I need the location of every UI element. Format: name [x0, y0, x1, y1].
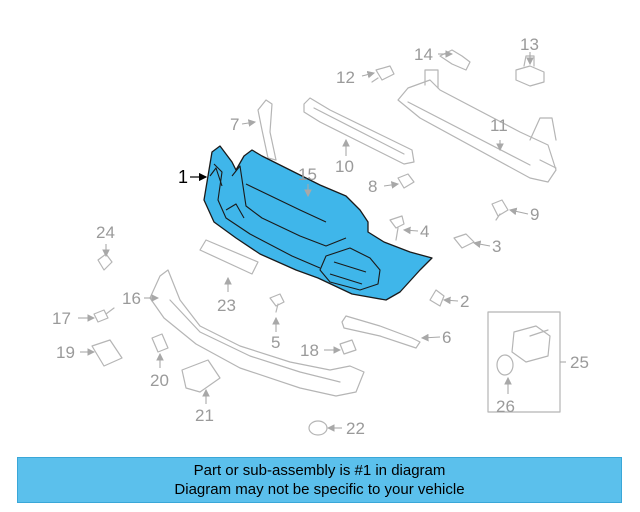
callout-18: 18 — [300, 341, 319, 360]
part-8-bolt — [397, 173, 415, 189]
callout-21: 21 — [195, 406, 214, 425]
part-23-plate-bracket — [199, 239, 259, 275]
part-26-ring — [496, 354, 514, 376]
callout-12: 12 — [336, 68, 355, 87]
callout-3: 3 — [492, 237, 501, 256]
part-10-absorber — [303, 97, 415, 165]
callout-22: 22 — [346, 419, 365, 438]
callout-9: 9 — [530, 205, 539, 224]
leader-lines — [78, 50, 566, 432]
callout-11: 11 — [490, 116, 508, 135]
callout-2: 2 — [460, 292, 469, 311]
part-21-cover — [181, 359, 221, 393]
callout-6: 6 — [442, 328, 451, 347]
part-11-reinforcement — [397, 69, 557, 183]
callout-4: 4 — [420, 222, 429, 241]
callout-26: 26 — [496, 397, 515, 416]
part-2-clip — [429, 289, 445, 307]
callout-5: 5 — [271, 333, 280, 352]
part-18-bolt — [339, 339, 357, 355]
part-14-clip — [439, 49, 471, 71]
part-7-bracket — [257, 99, 277, 161]
callout-13: 13 — [520, 35, 539, 54]
part-16-lower-spoiler — [149, 269, 365, 397]
part-4-screw — [389, 215, 405, 241]
part-5-screw — [269, 293, 285, 313]
part-20-clip — [151, 333, 169, 353]
part-12-bolt — [371, 65, 395, 83]
banner-line-2: Diagram may not be specific to your vehi… — [174, 481, 465, 498]
callout-1: 1 — [178, 167, 188, 187]
callout-15: 15 — [298, 165, 317, 184]
callout-23: 23 — [217, 296, 236, 315]
part-19-cover — [91, 339, 123, 367]
part-6-strip — [341, 315, 421, 349]
callout-25: 25 — [570, 353, 589, 372]
callout-14: 14 — [414, 45, 433, 64]
callout-17: 17 — [52, 309, 71, 328]
info-banner: Part or sub-assembly is #1 in diagram Di… — [17, 457, 622, 503]
callout-16: 16 — [122, 289, 141, 308]
part-9-bolt — [491, 199, 509, 221]
callout-10: 10 — [335, 157, 354, 176]
parts-diagram: 1 2 3 4 5 6 7 8 9 10 11 12 13 14 15 16 1… — [52, 35, 589, 438]
callout-7: 7 — [230, 115, 239, 134]
callout-19: 19 — [56, 343, 75, 362]
banner-line-1: Part or sub-assembly is #1 in diagram — [193, 462, 446, 479]
callout-labels: 1 2 3 4 5 6 7 8 9 10 11 12 13 14 15 16 1… — [52, 35, 589, 438]
part-22-cap — [308, 420, 328, 436]
callout-20: 20 — [150, 371, 169, 390]
part-3-clip — [453, 233, 475, 249]
bumper-cover-highlight[interactable] — [203, 145, 433, 301]
callout-24: 24 — [96, 223, 115, 242]
part-17-screw — [93, 307, 115, 323]
part-25-sensor-kit — [487, 311, 561, 413]
part-24-clip — [97, 253, 113, 271]
callout-8: 8 — [368, 177, 377, 196]
